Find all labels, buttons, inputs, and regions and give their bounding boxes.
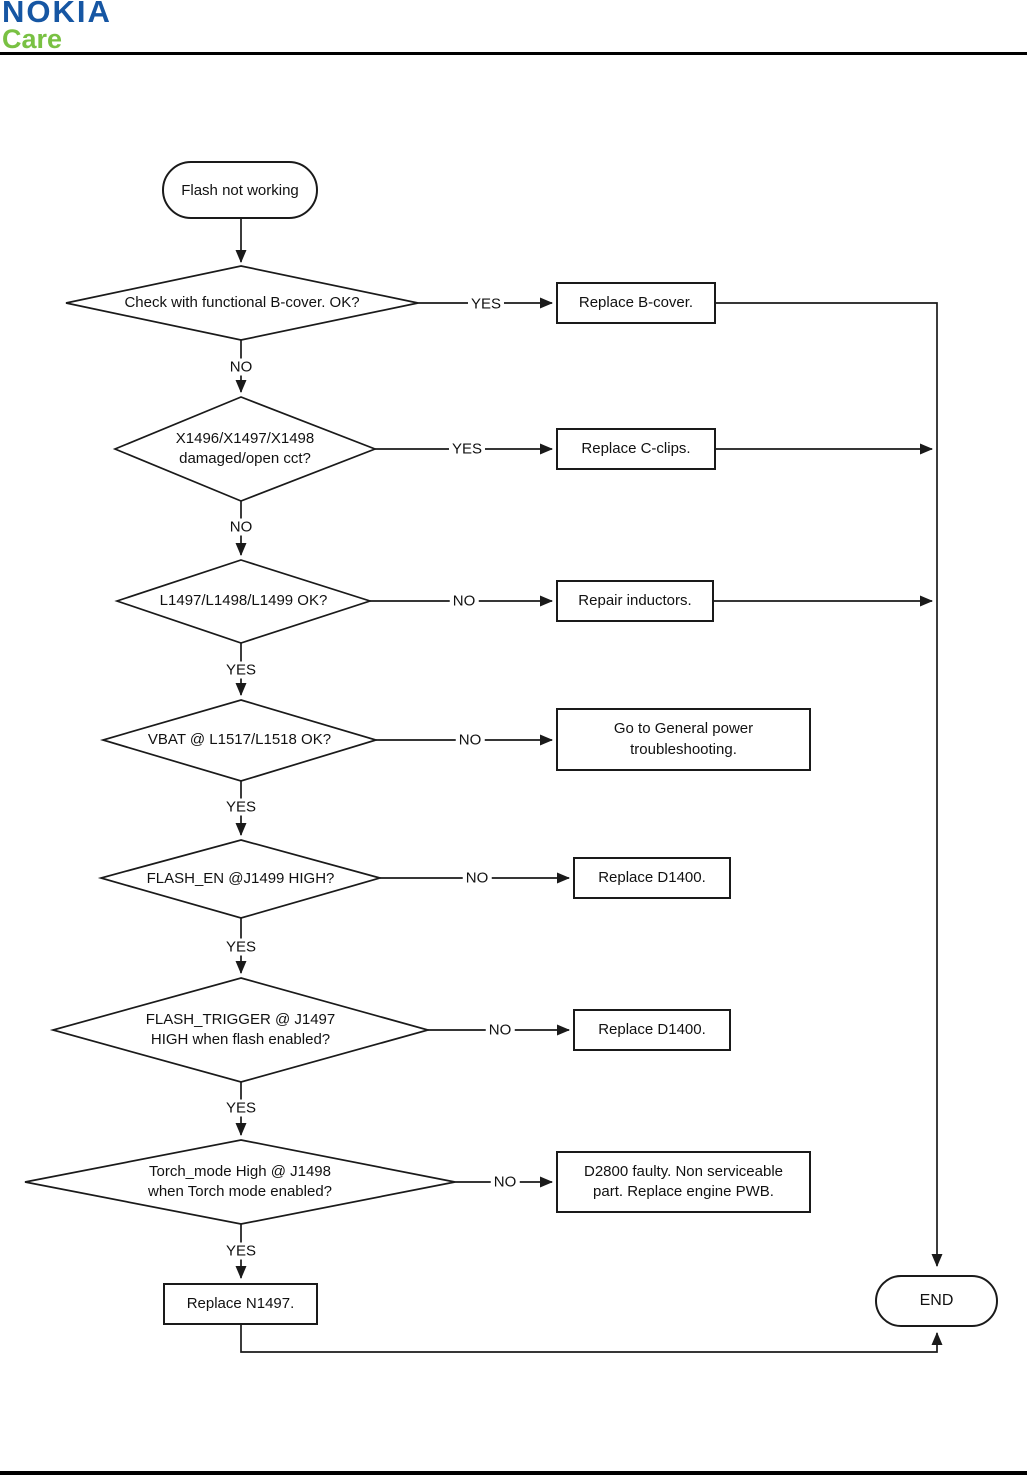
label-d5-yes: YES <box>222 938 260 956</box>
start-node: Flash not working <box>162 161 318 219</box>
label-d7-no: NO <box>490 1173 520 1191</box>
decision-4-shape <box>99 699 379 782</box>
label-d7-yes: YES <box>222 1242 260 1260</box>
action-general-power-line2: troubleshooting. <box>630 740 737 758</box>
nokia-logo: NOKIA <box>2 0 112 29</box>
decision-3-shape <box>114 559 373 644</box>
connector-b8-to-end <box>240 1325 943 1353</box>
decision-6-shape <box>49 977 432 1083</box>
label-d4-yes: YES <box>222 798 260 816</box>
end-node: END <box>875 1275 998 1327</box>
label-d1-yes: YES <box>467 295 505 313</box>
label-d1-no: NO <box>226 358 256 376</box>
action-d2800-line2: part. Replace engine PWB. <box>593 1183 774 1200</box>
action-general-power-line1: Go to General power <box>613 720 754 738</box>
action-d2800-faulty: D2800 faulty. Non serviceable part. Repl… <box>556 1151 811 1213</box>
label-d5-no: NO <box>462 869 492 887</box>
footer-rule <box>0 1471 1027 1475</box>
care-logo: Care <box>2 24 63 54</box>
label-d2-yes: YES <box>448 440 486 458</box>
label-d6-no: NO <box>485 1021 515 1039</box>
action-replace-d1400-1: Replace D1400. <box>573 857 731 899</box>
decision-2-shape <box>112 396 378 502</box>
action-d2800-line1: D2800 faulty. Non serviceable <box>584 1162 783 1180</box>
label-d2-no: NO <box>226 518 256 536</box>
label-d3-no: NO <box>449 592 479 610</box>
header-rule <box>0 52 1027 55</box>
action-repair-inductors: Repair inductors. <box>556 580 714 622</box>
decision-1-shape <box>65 265 419 341</box>
action-replace-d1400-2: Replace D1400. <box>573 1009 731 1051</box>
decision-5-shape <box>97 839 384 919</box>
label-d4-no: NO <box>455 731 485 749</box>
action-general-power-troubleshooting: Go to General power troubleshooting. <box>556 708 811 771</box>
decision-7-shape <box>24 1139 456 1225</box>
action-replace-b-cover: Replace B-cover. <box>556 282 716 324</box>
label-d6-yes: YES <box>222 1099 260 1117</box>
action-replace-c-clips: Replace C-clips. <box>556 428 716 470</box>
label-d3-yes: YES <box>222 661 260 679</box>
action-replace-n1497: Replace N1497. <box>163 1283 318 1325</box>
connector-b1-to-end <box>716 302 943 1267</box>
